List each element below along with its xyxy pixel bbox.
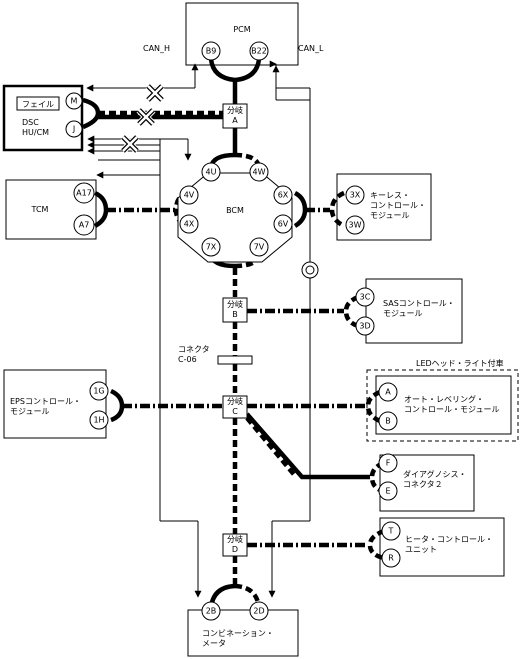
eps-module: EPSコントロール・モジュール	[3, 369, 107, 439]
led-note-label: LEDヘッド・ライト付車	[416, 358, 504, 368]
pin-bcm-4u: 4U	[201, 162, 221, 182]
svg-text:F: F	[386, 459, 391, 468]
can-h-label: CAN_H	[143, 44, 170, 53]
svg-text:2B: 2B	[206, 607, 217, 616]
pin-bcm-6v: 6V	[273, 214, 293, 234]
fail-label: フェイル	[22, 100, 54, 109]
pin-tcm-2: A7	[73, 214, 95, 236]
eps-label: EPSコントロール・モジュール	[10, 397, 81, 416]
pin-dsc-2: J	[65, 120, 83, 138]
svg-text:1G: 1G	[93, 387, 104, 396]
pin-bcm-4w: 4W	[249, 162, 269, 182]
pin-sas-1: 3C	[355, 287, 375, 307]
pin-bcm-4x: 4X	[179, 214, 199, 234]
pin-key-2: 3W	[345, 215, 365, 235]
svg-text:6X: 6X	[278, 191, 289, 200]
pin-sas-2: 3D	[355, 316, 375, 336]
svg-text:B22: B22	[251, 47, 267, 56]
pin-key-1: 3X	[345, 185, 365, 205]
svg-text:2D: 2D	[253, 607, 264, 616]
fault-x-marks	[120, 83, 165, 154]
pin-eps-1: 1G	[89, 381, 109, 401]
svg-text:B9: B9	[206, 47, 217, 56]
svg-text:M: M	[71, 97, 78, 106]
heater-label: ヒータ・コントロール・ユニット	[405, 535, 493, 554]
bcm-label: BCM	[226, 206, 244, 215]
pin-dsc-1: M	[65, 92, 83, 110]
pin-heat-1: T	[381, 521, 401, 541]
svg-text:A17: A17	[76, 189, 92, 198]
sas-module: SASコントロール・モジュール	[365, 278, 463, 344]
pin-diag-2: E	[378, 481, 398, 501]
pin-combi-1: 2B	[201, 601, 221, 621]
svg-text:4U: 4U	[206, 168, 217, 177]
pcm-label: PCM	[233, 25, 250, 34]
pin-diag-1: F	[378, 453, 398, 473]
pin-tcm-1: A17	[73, 182, 95, 204]
pin-auto-2: B	[378, 411, 398, 431]
svg-text:3W: 3W	[349, 221, 362, 230]
svg-text:分岐C: 分岐C	[227, 396, 243, 416]
svg-text:A: A	[385, 388, 391, 397]
pin-auto-1: A	[378, 382, 398, 402]
pin-bcm-7v: 7V	[249, 237, 269, 257]
pin-heat-2: R	[381, 548, 401, 568]
svg-text:分岐D: 分岐D	[227, 534, 243, 554]
svg-text:3X: 3X	[350, 191, 361, 200]
svg-text:7V: 7V	[254, 243, 265, 252]
main-can-trunk	[208, 58, 262, 586]
pin-bcm-7x: 7X	[201, 237, 221, 257]
svg-text:3C: 3C	[360, 293, 371, 302]
combi-label: コンビネーション・メータ	[202, 629, 274, 648]
svg-text:B: B	[385, 417, 391, 426]
heater-module: ヒータ・コントロール・ユニット	[379, 517, 505, 577]
svg-text:分岐A: 分岐A	[227, 105, 243, 125]
svg-text:4X: 4X	[184, 220, 195, 229]
svg-text:3D: 3D	[359, 322, 370, 331]
svg-text:T: T	[388, 527, 394, 536]
can-l-label: CAN_L	[298, 44, 324, 53]
svg-text:7X: 7X	[206, 243, 217, 252]
pin-circles: B9 B22 M J A17 A7 4U 4W 4V 6X 4X 6V 7X 7…	[65, 41, 401, 621]
pin-bcm-6x: 6X	[273, 185, 293, 205]
tcm-label: TCM	[31, 205, 49, 214]
diag-label: ダイアグノシス・コネクタ２	[403, 469, 466, 489]
pin-combi-2: 2D	[249, 601, 269, 621]
svg-text:J: J	[72, 125, 75, 134]
svg-text:1H: 1H	[93, 416, 104, 425]
keyless-label: キーレス・コントロール・モジュール	[370, 191, 426, 220]
pin-pcm-1: B9	[201, 41, 221, 61]
svg-text:分岐B: 分岐B	[227, 299, 243, 319]
keyless-module: キーレス・コントロール・モジュール	[336, 173, 432, 241]
pin-pcm-2: B22	[249, 41, 269, 61]
svg-text:4V: 4V	[184, 191, 195, 200]
svg-text:R: R	[388, 554, 394, 563]
pin-bcm-4v: 4V	[179, 185, 199, 205]
pin-eps-2: 1H	[89, 410, 109, 430]
svg-text:6V: 6V	[278, 220, 289, 229]
sas-label: SASコントロール・モジュール	[383, 299, 455, 318]
svg-text:E: E	[385, 487, 390, 496]
svg-text:4W: 4W	[253, 168, 266, 177]
autolevel-label: オート・レベリング・コントロール・モジュール	[404, 394, 499, 414]
led-group: LEDヘッド・ライト付車 オート・レベリング・コントロール・モジュール	[366, 358, 519, 442]
thin-signal-lines	[86, 63, 319, 598]
svg-text:A7: A7	[79, 221, 90, 230]
